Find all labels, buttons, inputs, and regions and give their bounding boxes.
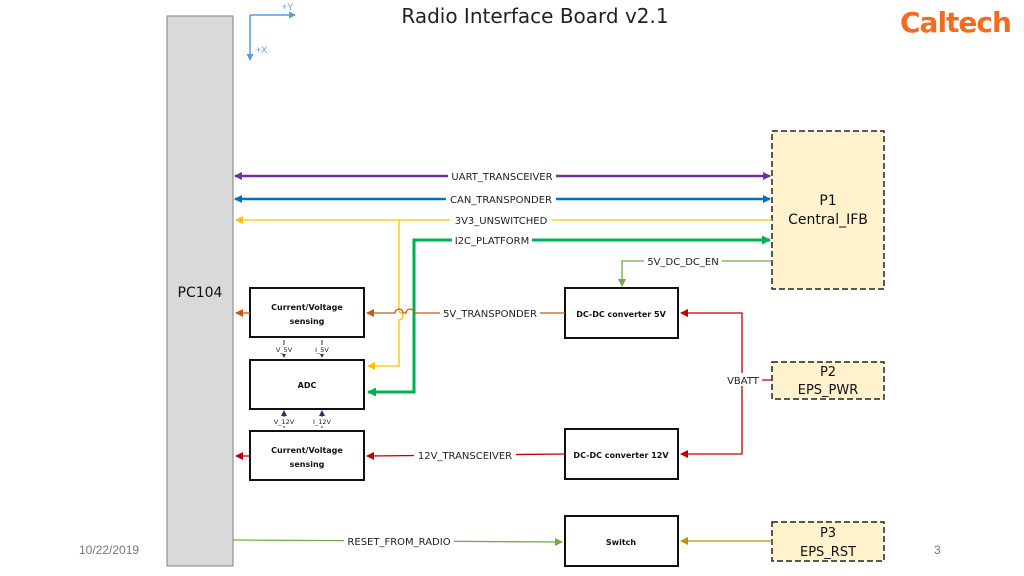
dcdc-12v-label: DC-DC converter 12V <box>573 451 669 460</box>
vbatt-5v-line <box>680 309 743 380</box>
v12v-label: V_12V <box>274 418 295 426</box>
t5v-label: 5V_TRANSPONDER <box>443 309 537 320</box>
en-label: 5V_DC_DC_EN <box>647 257 718 268</box>
v3v3-adc-branch <box>368 220 404 366</box>
switch-block <box>564 515 679 567</box>
uart-label: UART_TRANSCEIVER <box>451 172 552 183</box>
axis-indicator: +Y +X <box>246 2 296 61</box>
page-number: 3 <box>934 543 941 557</box>
dcdc-5v-label: DC-DC converter 5V <box>576 310 666 319</box>
p1-label: P1 <box>819 193 836 209</box>
i2c-label: I2C_PLATFORM <box>455 236 530 247</box>
sense-12v-label: Current/Voltage <box>271 446 343 455</box>
p2-connector <box>771 361 885 400</box>
slide-title: Radio Interface Board v2.1 <box>401 4 669 28</box>
caltech-logo: Caltech <box>900 6 1012 39</box>
p1-sublabel: Central_IFB <box>788 212 868 228</box>
vbatt-label: VBATT <box>727 376 760 387</box>
sense-5v-sublabel: sensing <box>290 317 325 326</box>
i12v-label: I_12V <box>313 418 331 426</box>
sense-12v-sublabel: sensing <box>290 460 325 469</box>
p3-label: P3 <box>820 526 836 541</box>
p3-sublabel: EPS_RST <box>800 545 856 560</box>
v5v-label: V_5V <box>276 346 293 354</box>
axis-x-label: +X <box>256 45 267 55</box>
sense-5v-block <box>249 287 365 338</box>
dcdc-12v-block <box>564 428 679 480</box>
i2c-line <box>367 235 771 397</box>
p2-label: P2 <box>820 365 836 380</box>
vbatt-12v-line <box>680 380 743 458</box>
switch-label: Switch <box>606 538 636 547</box>
pc104-block <box>166 15 234 567</box>
sense-12v-block <box>249 430 365 481</box>
reset-label: RESET_FROM_RADIO <box>347 537 450 548</box>
v3v3-label: 3V3_UNSWITCHED <box>455 216 548 227</box>
p1-connector <box>771 130 885 290</box>
slide-date: 10/22/2019 <box>79 543 140 557</box>
i5v-label: I_5V <box>315 346 329 354</box>
adc-block <box>249 359 365 410</box>
can-label: CAN_TRANSPONDER <box>450 195 552 206</box>
pc104-label: PC104 <box>178 285 223 301</box>
t12v-label: 12V_TRANSCEIVER <box>418 451 512 462</box>
adc-label: ADC <box>298 381 317 390</box>
sense-5v-label: Current/Voltage <box>271 303 343 312</box>
p2-sublabel: EPS_PWR <box>798 383 859 398</box>
axis-y-label: +Y <box>282 2 293 12</box>
